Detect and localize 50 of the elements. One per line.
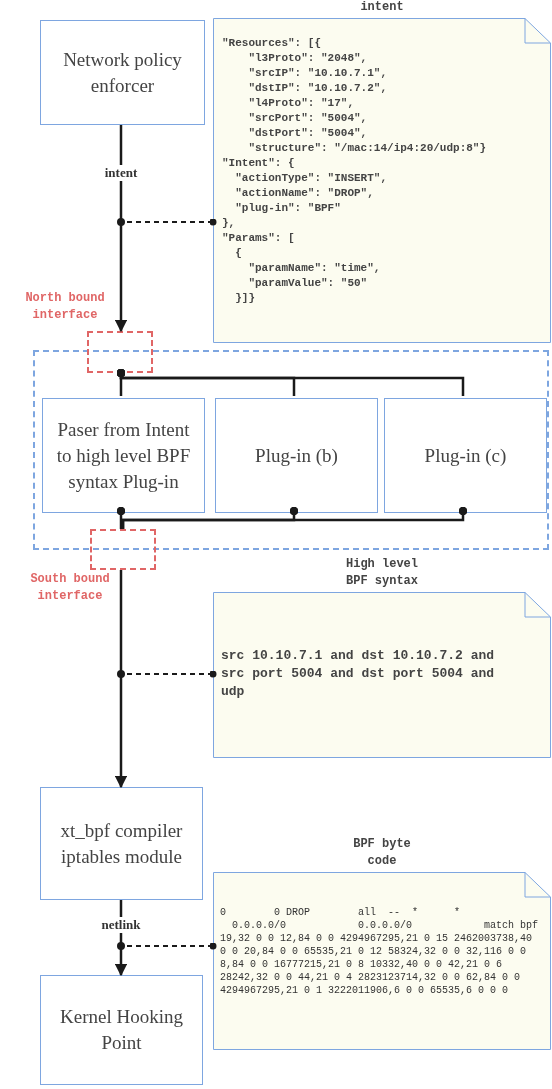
code-line: 0 0 DROP all -- * * — [220, 906, 461, 919]
code-line: "plug-in": "BPF" — [234, 201, 341, 216]
code-line: 0 0 20,84 0 0 65535,21 0 12 58324,32 0 0 32,116 0 0 — [220, 945, 527, 958]
connector — [116, 506, 126, 529]
code-line: "Resources": [{ — [222, 36, 322, 51]
code-line: "srcIP": "10.10.7.1", — [247, 66, 388, 81]
code-line: }, — [222, 216, 236, 231]
code-text: src 10.10.7.1 and dst 10.10.7.2 and src port 5004 and dst port 5004 and udp — [221, 647, 496, 701]
code-line: "Intent": { — [222, 156, 295, 171]
connector — [114, 570, 128, 789]
process-box: Kernel Hooking Point — [40, 975, 203, 1085]
note-heading: intent — [359, 0, 405, 16]
code-line: 0.0.0.0/0 0.0.0.0/0 match bpf — [231, 919, 539, 932]
code-line: "actionType": "INSERT", — [234, 171, 388, 186]
interface-label: South bound interface — [29, 571, 111, 605]
connector — [121, 506, 468, 529]
code-line: 4294967295,21 0 1 3222011906,6 0 0 65535,6 0 0 0 — [220, 984, 509, 997]
process-box: Paser from Intent to high level BPF syntax Plug-in — [42, 398, 205, 513]
code-line: "dstPort": "5004", — [247, 126, 368, 141]
interface-box — [90, 529, 156, 570]
code-line: "Params": [ — [222, 231, 295, 246]
code-line: 19,32 0 0 12,84 0 0 4294967295,21 0 15 2462003738,40 — [220, 932, 533, 945]
code-line: "structure": "/mac:14/ip4:20/udp:8"} — [247, 141, 487, 156]
connector — [116, 368, 465, 396]
code-line: 8,84 0 0 16777215,21 0 8 10332,40 0 0 42,21 0 6 — [220, 958, 503, 971]
code-line: "srcPort": "5004", — [247, 111, 368, 126]
interface-label: North bound interface — [24, 290, 106, 324]
code-line: { — [234, 246, 242, 261]
edge-label: intent — [102, 165, 140, 181]
code-line: "paramValue": "50" — [247, 276, 368, 291]
process-box: Plug-in (b) — [215, 398, 378, 513]
note-box — [213, 872, 551, 1050]
connector — [114, 125, 128, 333]
process-box: Network policy enforcer — [40, 20, 205, 125]
code-line: }]} — [234, 291, 255, 306]
code-line: "l3Proto": "2048", — [247, 51, 368, 66]
process-box: Plug-in (c) — [384, 398, 547, 513]
code-line: "l4Proto": "17", — [247, 96, 355, 111]
edge-label: netlink — [99, 917, 143, 933]
code-line: "dstIP": "10.10.7.2", — [247, 81, 388, 96]
code-line: 28242,32 0 0 44,21 0 4 2823123714,32 0 0 62,84 0 0 — [220, 971, 521, 984]
note-box — [213, 18, 551, 343]
note-heading: High level BPF syntax — [345, 556, 419, 590]
interface-box — [87, 331, 153, 373]
note-box — [213, 592, 551, 758]
process-box: xt_bpf compiler iptables module — [40, 787, 203, 900]
code-line: "paramName": "time", — [247, 261, 381, 276]
plugin-container — [33, 350, 549, 550]
code-line: "actionName": "DROP", — [234, 186, 374, 201]
note-heading: BPF byte code — [352, 836, 412, 870]
